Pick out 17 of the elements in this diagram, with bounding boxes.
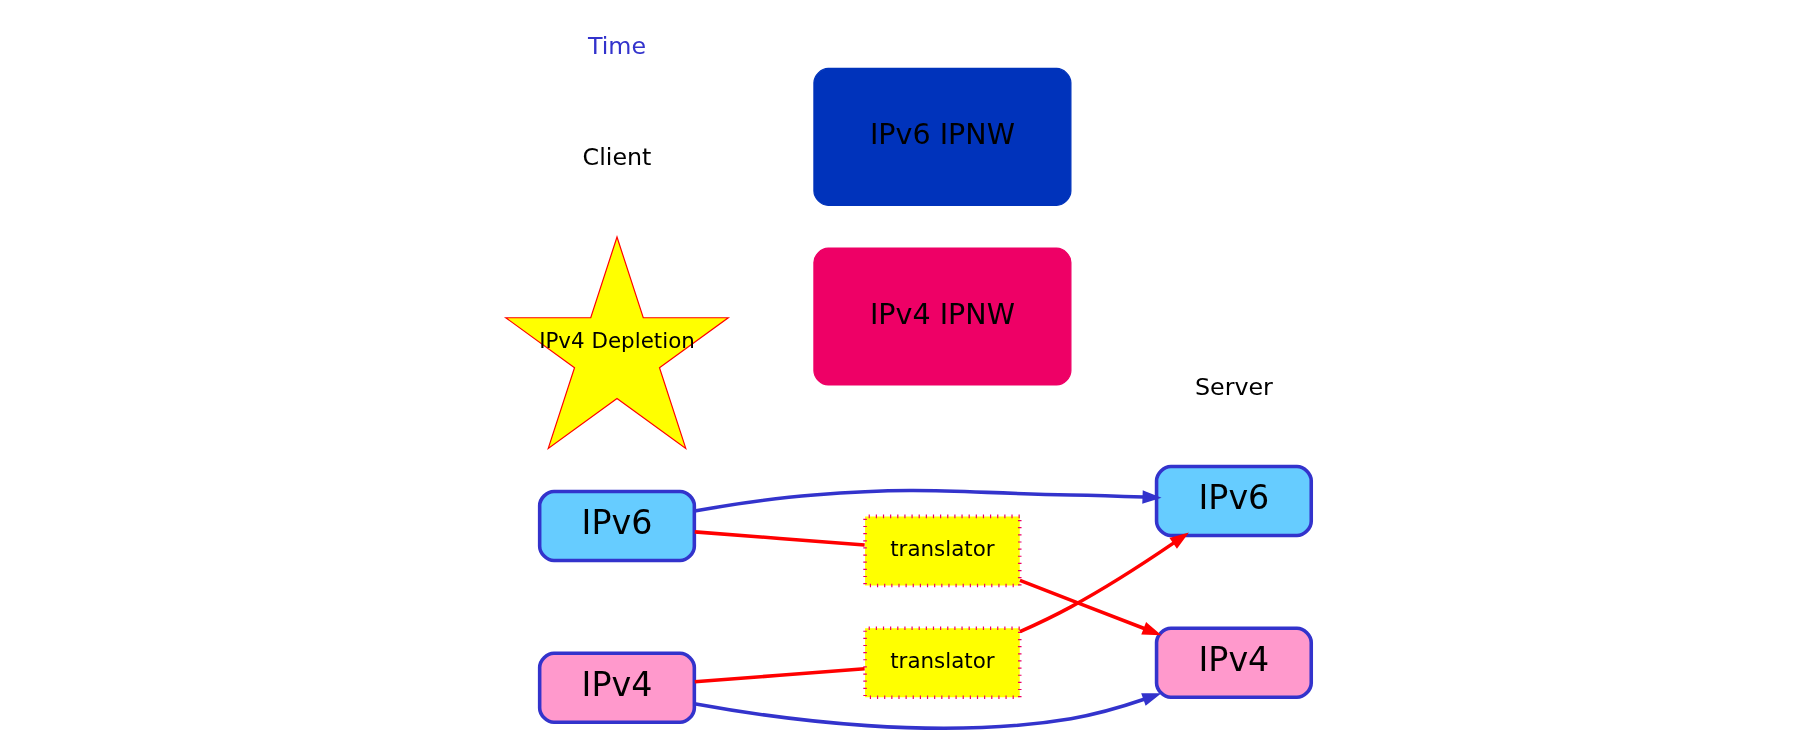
node-box: IPv4 [537,651,696,725]
node-box: translator [862,514,1022,588]
connector [694,666,865,684]
label: Client [582,143,651,172]
label: Server [1194,373,1273,402]
connector [694,530,865,547]
node-box: IPv4 [1154,626,1313,700]
label: Time [587,31,646,60]
node-box: IPv6 [1154,464,1313,538]
arrow [1018,532,1189,634]
node-box: IPv4 IPNW [812,247,1071,386]
node-box: IPv6 [537,489,696,563]
arrow [1018,578,1161,636]
node-box: IPv6 IPNW [812,67,1071,206]
arrow [693,693,1161,730]
arrow [693,488,1162,513]
node-box: translator [862,626,1022,700]
